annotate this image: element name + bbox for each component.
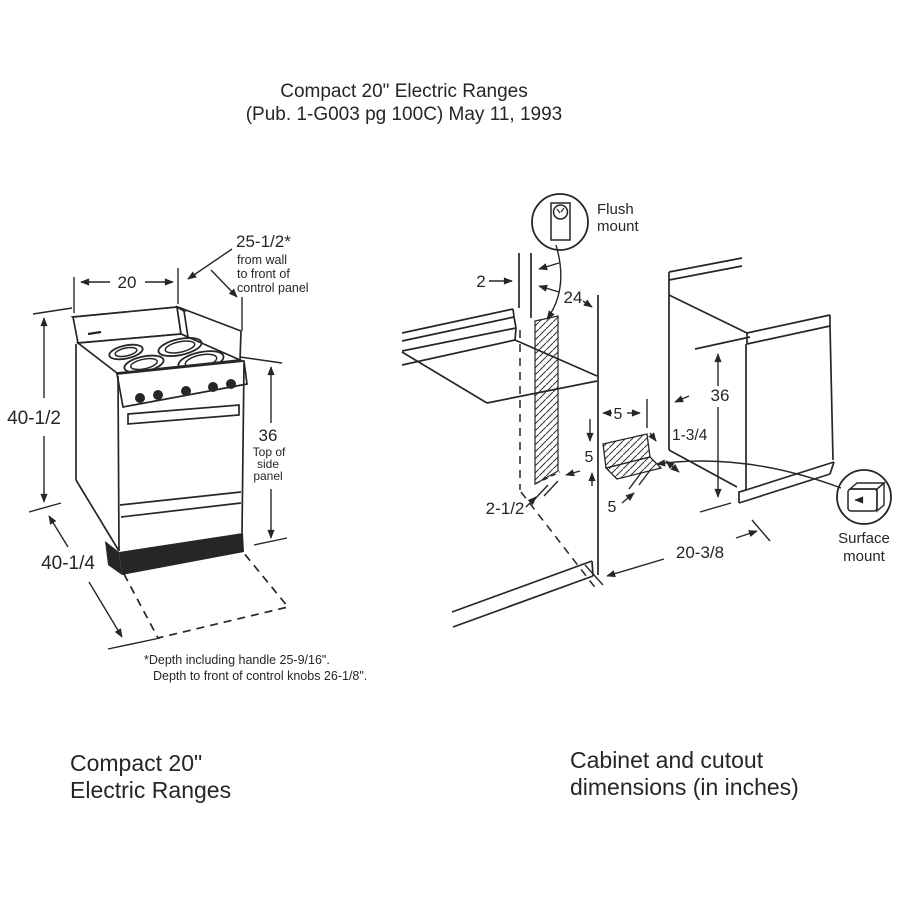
flush-mount-icon <box>531 193 589 251</box>
range-depth-dim: 25-1/2* <box>236 232 291 251</box>
cabinet-caption-1: Cabinet and cutout <box>570 747 764 773</box>
range-width-dim: 20 <box>118 273 137 292</box>
surface-mount-label-2: mount <box>843 548 886 565</box>
dim-depth-callout: 25-1/2* from wall to front of control pa… <box>187 232 309 331</box>
surface-mount-callout: Surface mount <box>656 459 892 565</box>
header: Compact 20" Electric Ranges (Pub. 1-G003… <box>246 81 563 125</box>
wall-dim: 2 <box>476 272 485 291</box>
surface-mount-icon <box>836 469 892 525</box>
range-caption-1: Compact 20" <box>70 750 202 776</box>
side-panel <box>75 344 120 552</box>
dim-wall-thickness: 2 <box>476 262 560 291</box>
dim-side-panel: 36 Top of side panel <box>239 356 288 546</box>
footnote-1: *Depth including handle 25-9/16". <box>144 653 330 667</box>
captions: Compact 20" Electric Ranges Cabinet and … <box>70 747 799 803</box>
floor-projection-dashed <box>123 551 290 639</box>
range-depth-total-dim: 40-1/4 <box>41 553 95 574</box>
oven-door <box>117 362 245 552</box>
range-side-note-1: Top of <box>253 445 286 459</box>
range-depth-note-1: from wall <box>237 253 287 267</box>
range-depth-note-3: control panel <box>237 281 309 295</box>
flush-mount-callout: Flush mount <box>531 193 640 320</box>
surface-mount-label-1: Surface <box>838 530 890 547</box>
dim-counter-depth: 24 <box>538 284 593 308</box>
door-handle <box>127 404 240 425</box>
range-height-dim: 40-1/2 <box>7 408 61 429</box>
cabinet-figure: Flush mount <box>401 193 892 628</box>
outlet-height-dim: 5 <box>585 449 594 466</box>
counter-depth-dim: 24 <box>564 288 583 307</box>
outlet-bottom-dim: 5 <box>608 499 617 516</box>
range-figure: 20 25-1/2* from wall to front of control… <box>7 232 367 683</box>
range-side-note-3: panel <box>253 469 282 483</box>
brand-mark <box>87 330 102 336</box>
wall-lines <box>518 253 598 591</box>
control-panel <box>115 360 248 408</box>
flush-mount-label-1: Flush <box>597 201 634 218</box>
control-knobs <box>135 379 236 403</box>
flush-mount-label-2: mount <box>597 218 640 235</box>
cutout-width-dim: 20-3/8 <box>676 543 724 562</box>
range-caption-2: Electric Ranges <box>70 777 231 803</box>
header-title-line2: (Pub. 1-G003 pg 100C) May 11, 1993 <box>246 104 563 125</box>
outlet-location: 5 5 5 1-3/4 <box>585 395 708 516</box>
range-drawing <box>70 305 290 639</box>
gap-dim: 1-3/4 <box>672 427 708 444</box>
range-side-note-2: side <box>257 457 279 471</box>
dim-cutout-width: 20-3/8 <box>584 519 771 586</box>
toe-kick <box>105 533 244 575</box>
footnote-2: Depth to front of control knobs 26-1/8". <box>153 669 367 683</box>
dim-height: 40-1/2 <box>7 307 73 513</box>
range-backsplash <box>70 305 190 344</box>
left-counter <box>401 295 599 628</box>
header-title-line1: Compact 20" Electric Ranges <box>280 81 528 102</box>
dim-counter-height: 36 <box>699 353 732 513</box>
dim-overall-depth: 40-1/4 <box>41 515 161 650</box>
cabinet-caption-2: dimensions (in inches) <box>570 774 799 800</box>
receptacle-wall-hatch <box>534 315 559 486</box>
range-side-panel-dim: 36 <box>259 426 278 445</box>
range-depth-note-2: to front of <box>237 267 290 281</box>
counter-height-dim: 36 <box>711 386 730 405</box>
right-cabinet <box>668 257 835 504</box>
corner-dim: 2-1/2 <box>486 499 525 518</box>
dim-width: 20 <box>73 268 179 313</box>
outlet-side-dim: 5 <box>614 406 623 423</box>
dim-corner: 2-1/2 <box>486 469 581 518</box>
footnotes: *Depth including handle 25-9/16". Depth … <box>144 653 367 683</box>
